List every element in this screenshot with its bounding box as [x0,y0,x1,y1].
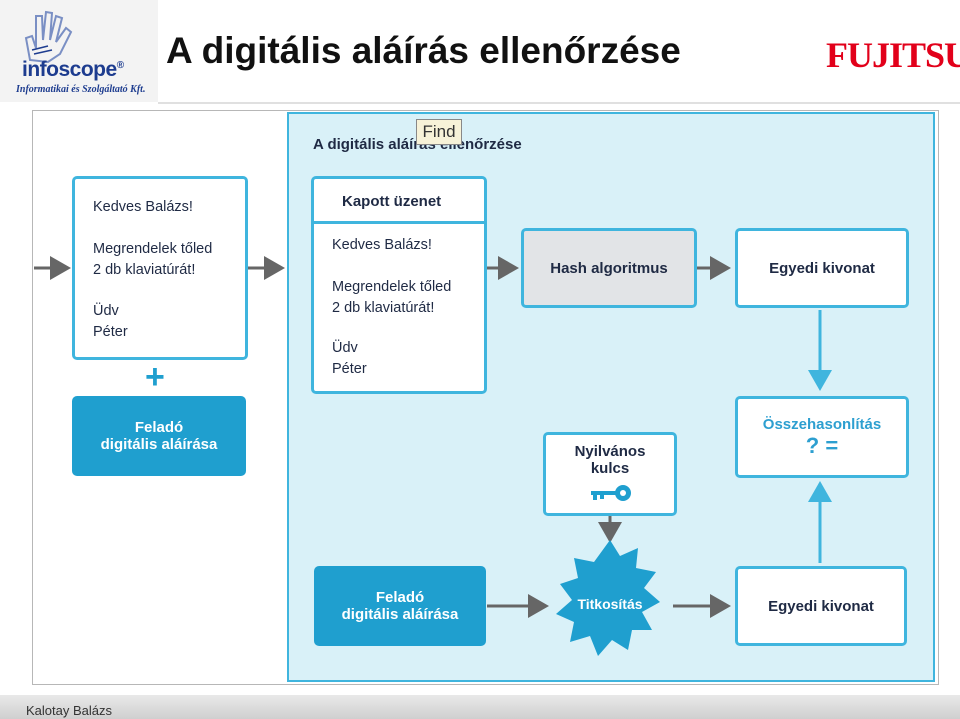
original-message-box: Kedves Balázs! Megrendelek tőled 2 db kl… [72,176,248,360]
slide-header: infoscope® Informatikai és Szolgáltató K… [0,0,960,104]
message-line: Kedves Balázs! [332,237,432,253]
public-key-box: Nyilvános kulcs [543,432,677,516]
comparison-box: Összehasonlítás ? = [735,396,909,478]
message-line: Megrendelek tőled [332,279,452,295]
public-key-line: Nyilvános [574,443,646,460]
message-line: Péter [332,361,367,377]
header-divider [158,102,960,104]
signature-line: Feladó [375,589,425,606]
logo-wordmark: infoscope® [22,58,124,81]
received-header: Kapott üzenet [342,193,442,210]
sender-signature-right: Feladó digitális aláírása [314,566,486,646]
comparison-label: Összehasonlítás [762,415,882,433]
hash-algorithm-box: Hash algoritmus [521,228,697,308]
logo-subtitle: Informatikai és Szolgáltató Kft. [16,84,146,95]
slide-title: A digitális aláírás ellenőrzése [166,30,681,71]
signature-line: Feladó [134,419,184,436]
fujitsu-logo: FUJITSU [826,35,960,75]
digest-top-box: Egyedi kivonat [735,228,909,308]
message-line: 2 db klaviatúrát! [93,262,196,278]
signature-line: digitális aláírása [100,436,218,453]
message-line: Üdv [332,340,358,356]
find-tooltip: Find [416,119,462,145]
slide-footer: Kalotay Balázs [0,695,960,719]
plus-sign: + [145,358,165,396]
message-line: Üdv [93,303,119,319]
encryption-label: Titkosítás [577,596,643,612]
message-line: Kedves Balázs! [93,199,193,215]
message-line: Péter [93,324,128,340]
message-line: Megrendelek tőled [93,241,213,257]
sender-signature-left: Feladó digitális aláírása [72,396,246,476]
received-message-box: Kapott üzenet Kedves Balázs! Megrendelek… [311,176,487,394]
encryption-starburst [556,540,660,656]
signature-line: digitális aláírása [341,606,459,623]
company-logo: infoscope® Informatikai és Szolgáltató K… [0,0,158,102]
comparison-symbol: ? = [805,432,839,458]
key-icon [591,485,631,501]
public-key-line: kulcs [590,460,630,477]
footer-author: Kalotay Balázs [26,703,112,718]
digest-bottom-box: Egyedi kivonat [735,566,907,646]
hand-logo-icon [24,10,73,64]
message-line: 2 db klaviatúrát! [332,300,435,316]
received-divider [314,221,484,224]
